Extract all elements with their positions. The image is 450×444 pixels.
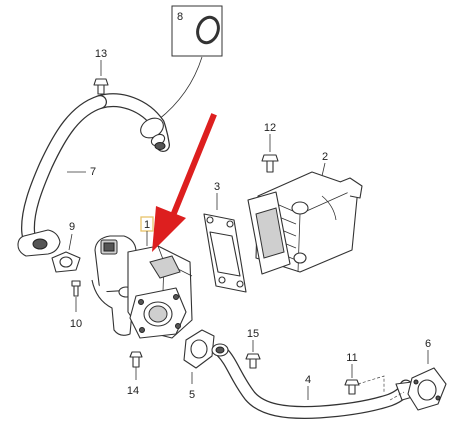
part-7-egr-pipe bbox=[17, 93, 170, 257]
callout-8: 8 bbox=[177, 11, 183, 23]
callout-14: 14 bbox=[127, 385, 139, 397]
part-5-gasket bbox=[183, 329, 215, 384]
red-pointer-arrow bbox=[152, 113, 217, 252]
callout-10: 10 bbox=[70, 318, 82, 330]
callout-3: 3 bbox=[214, 181, 220, 193]
callout-5: 5 bbox=[189, 389, 195, 401]
callout-13: 13 bbox=[95, 48, 107, 60]
callout-4: 4 bbox=[305, 374, 311, 386]
callout-15: 15 bbox=[247, 328, 259, 340]
part-1-egr-valve bbox=[91, 235, 193, 339]
part-9-gasket bbox=[51, 233, 81, 273]
part-12-bolt bbox=[261, 134, 279, 173]
callout-6: 6 bbox=[425, 338, 431, 350]
part-3-gasket bbox=[203, 193, 247, 293]
part-8-inset bbox=[154, 5, 223, 124]
part-15-bolt bbox=[245, 340, 261, 369]
part-13-bolt bbox=[93, 60, 109, 95]
callout-12: 12 bbox=[264, 122, 276, 134]
part-14-bolt bbox=[129, 351, 143, 380]
part-2-egr-cooler bbox=[247, 162, 363, 275]
callout-9: 9 bbox=[69, 221, 75, 233]
part-4-exhaust-pipe bbox=[211, 343, 417, 419]
part-8-leader bbox=[157, 56, 203, 121]
o-ring bbox=[196, 15, 220, 45]
callout-11: 11 bbox=[346, 352, 357, 364]
callout-1: 1 bbox=[144, 219, 150, 231]
part-6-flange bbox=[389, 350, 447, 411]
part-10-stud bbox=[71, 280, 81, 312]
callout-2: 2 bbox=[322, 151, 328, 163]
part-11-bolt bbox=[344, 364, 385, 395]
callout-7: 7 bbox=[90, 166, 96, 178]
